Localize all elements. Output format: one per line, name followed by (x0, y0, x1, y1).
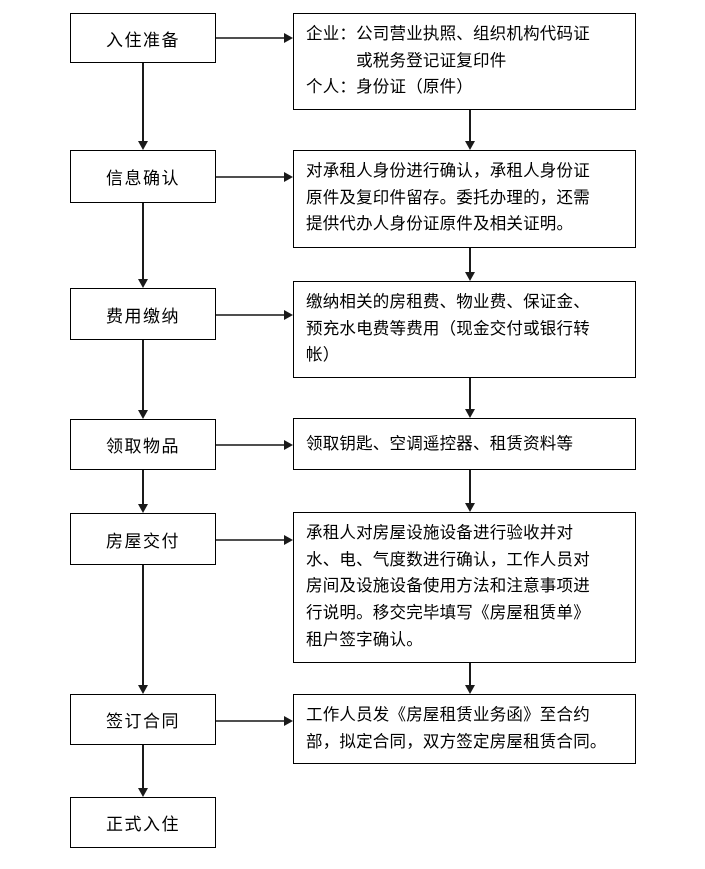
connector-detail4-detail5 (469, 470, 471, 503)
stage-box-xinxiqueren[interactable]: 信息确认 (70, 150, 216, 203)
connector-detail2-detail3 (469, 248, 471, 272)
detail-text: 缴纳相关的房租费、物业费、保证金、 预充水电费等费用（现金交付或银行转 帐） (306, 293, 590, 365)
stage-box-fangwujiaofu[interactable]: 房屋交付 (70, 513, 216, 565)
arrowhead-detail2-detail3 (464, 272, 475, 281)
stage-label: 信息确认 (106, 169, 180, 188)
detail-text: 对承租人身份进行确认，承租人身份证 原件及复印件留存。委托办理的，还需 提供代办… (306, 162, 590, 234)
stage-box-feiyongjiaona[interactable]: 费用缴纳 (70, 288, 216, 340)
detail-box-identity-confirmation[interactable]: 对承租人身份进行确认，承租人身份证 原件及复印件留存。委托办理的，还需 提供代办… (293, 150, 636, 248)
arrowhead-detail1-detail2 (464, 141, 475, 150)
arrowhead-stage5-detail5 (284, 534, 293, 545)
arrowhead-detail5-detail6 (464, 685, 475, 694)
stage-label: 房屋交付 (106, 531, 180, 551)
stage-box-zhengshiruzhu[interactable]: 正式入住 (70, 797, 216, 848)
arrowhead-stage3-stage4 (137, 410, 148, 419)
connector-stage6-detail6 (216, 720, 284, 722)
connector-detail5-detail6 (469, 663, 471, 685)
connector-stage3-detail3 (216, 314, 284, 316)
stage-box-qiandinghetong[interactable]: 签订合同 (70, 694, 216, 745)
stage-label: 费用缴纳 (106, 306, 180, 326)
arrowhead-stage4-detail4 (284, 439, 293, 450)
stage-box-ruzhuzhunbei[interactable]: 入住准备 (70, 13, 216, 63)
connector-stage4-detail4 (216, 444, 284, 446)
connector-stage6-stage7 (142, 745, 144, 788)
arrowhead-stage2-stage3 (137, 279, 148, 288)
connector-stage3-stage4 (142, 340, 144, 410)
stage-label: 入住准备 (106, 30, 180, 50)
arrowhead-stage6-detail6 (284, 715, 293, 726)
detail-box-house-handover[interactable]: 承租人对房屋设施设备进行验收并对 水、电、气度数进行确认，工作人员对 房间及设施… (293, 512, 636, 663)
connector-stage2-detail2 (216, 176, 284, 178)
stage-label: 签订合同 (106, 712, 180, 731)
arrowhead-stage4-stage5 (137, 504, 148, 513)
detail-text: 承租人对房屋设施设备进行验收并对 水、电、气度数进行确认，工作人员对 房间及设施… (306, 524, 590, 649)
arrowhead-stage1-detail1 (284, 32, 293, 43)
arrowhead-stage5-stage6 (137, 685, 148, 694)
arrowhead-detail4-detail5 (464, 503, 475, 512)
stage-label: 正式入住 (106, 815, 180, 834)
stage-box-lingquwupin[interactable]: 领取物品 (70, 419, 216, 470)
connector-stage1-detail1 (216, 37, 284, 39)
detail-box-contract-signing[interactable]: 工作人员发《房屋租赁业务函》至合约 部，拟定合同，双方签定房屋租赁合同。 (293, 694, 636, 764)
connector-stage1-stage2 (142, 63, 144, 141)
arrowhead-stage6-stage7 (137, 788, 148, 797)
stage-label: 领取物品 (106, 437, 180, 456)
detail-box-preparation-documents[interactable]: 企业：公司营业执照、组织机构代码证 或税务登记证复印件 个人：身份证（原件） (293, 13, 636, 110)
connector-stage2-stage3 (142, 203, 144, 279)
connector-detail1-detail2 (469, 110, 471, 141)
detail-text: 企业：公司营业执照、组织机构代码证 或税务登记证复印件 个人：身份证（原件） (306, 25, 590, 97)
arrowhead-stage1-stage2 (137, 141, 148, 150)
arrowhead-detail3-detail4 (464, 409, 475, 418)
detail-text: 工作人员发《房屋租赁业务函》至合约 部，拟定合同，双方签定房屋租赁合同。 (306, 706, 607, 751)
arrowhead-stage2-detail2 (284, 171, 293, 182)
connector-stage4-stage5 (142, 470, 144, 504)
connector-stage5-detail5 (216, 539, 284, 541)
arrowhead-stage3-detail3 (284, 309, 293, 320)
connector-detail3-detail4 (469, 378, 471, 409)
detail-box-fee-payment[interactable]: 缴纳相关的房租费、物业费、保证金、 预充水电费等费用（现金交付或银行转 帐） (293, 281, 636, 378)
detail-box-items-pickup[interactable]: 领取钥匙、空调遥控器、租赁资料等 (293, 418, 636, 470)
connector-stage5-stage6 (142, 565, 144, 685)
detail-text: 领取钥匙、空调遥控器、租赁资料等 (306, 434, 574, 453)
